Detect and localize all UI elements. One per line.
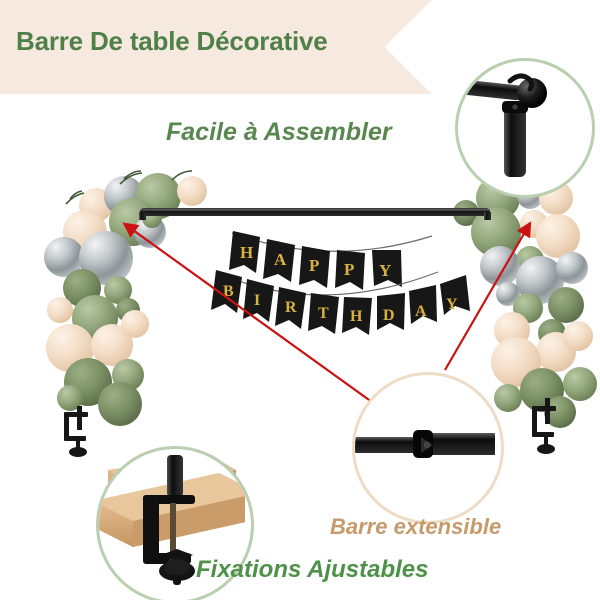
svg-text:A: A (415, 303, 427, 320)
clamp-left-small (64, 406, 88, 457)
title-banner (0, 0, 432, 94)
svg-text:H: H (350, 308, 363, 325)
page-title: Barre De table Décorative (16, 26, 328, 56)
label-fixations-ajustables: Fixations Ajustables (196, 556, 429, 583)
svg-text:I: I (254, 292, 260, 309)
pennant-row-happy (229, 231, 402, 290)
happy-birthday-bunting: H A P P Y B I R (211, 231, 470, 335)
clamp-right-small (532, 398, 556, 454)
svg-text:B: B (223, 283, 234, 300)
rod-elbow-joint-illustration (458, 73, 547, 177)
callout-fixations-detail (96, 446, 254, 600)
svg-text:T: T (318, 305, 329, 322)
svg-text:D: D (383, 307, 395, 324)
svg-text:P: P (309, 256, 319, 275)
callout-extensible-detail (352, 372, 504, 524)
telescoping-rod-illustration (355, 430, 501, 458)
arrow-left (122, 222, 391, 416)
svg-text:A: A (274, 250, 287, 269)
svg-text:Y: Y (379, 261, 391, 280)
label-facile-a-assembler: Facile à Assembler (166, 118, 392, 146)
svg-text:H: H (240, 243, 253, 262)
table-clamp-illustration (99, 455, 251, 585)
svg-text:P: P (344, 260, 354, 279)
pennant-row-birthday (211, 270, 470, 335)
main-rod (140, 208, 490, 216)
balloon-cluster-left (44, 170, 207, 426)
callout-assembler-detail (455, 58, 595, 198)
svg-text:Y: Y (446, 296, 458, 313)
label-barre-extensible: Barre extensible (330, 514, 502, 539)
svg-text:R: R (285, 299, 297, 316)
arrow-right (444, 221, 532, 371)
